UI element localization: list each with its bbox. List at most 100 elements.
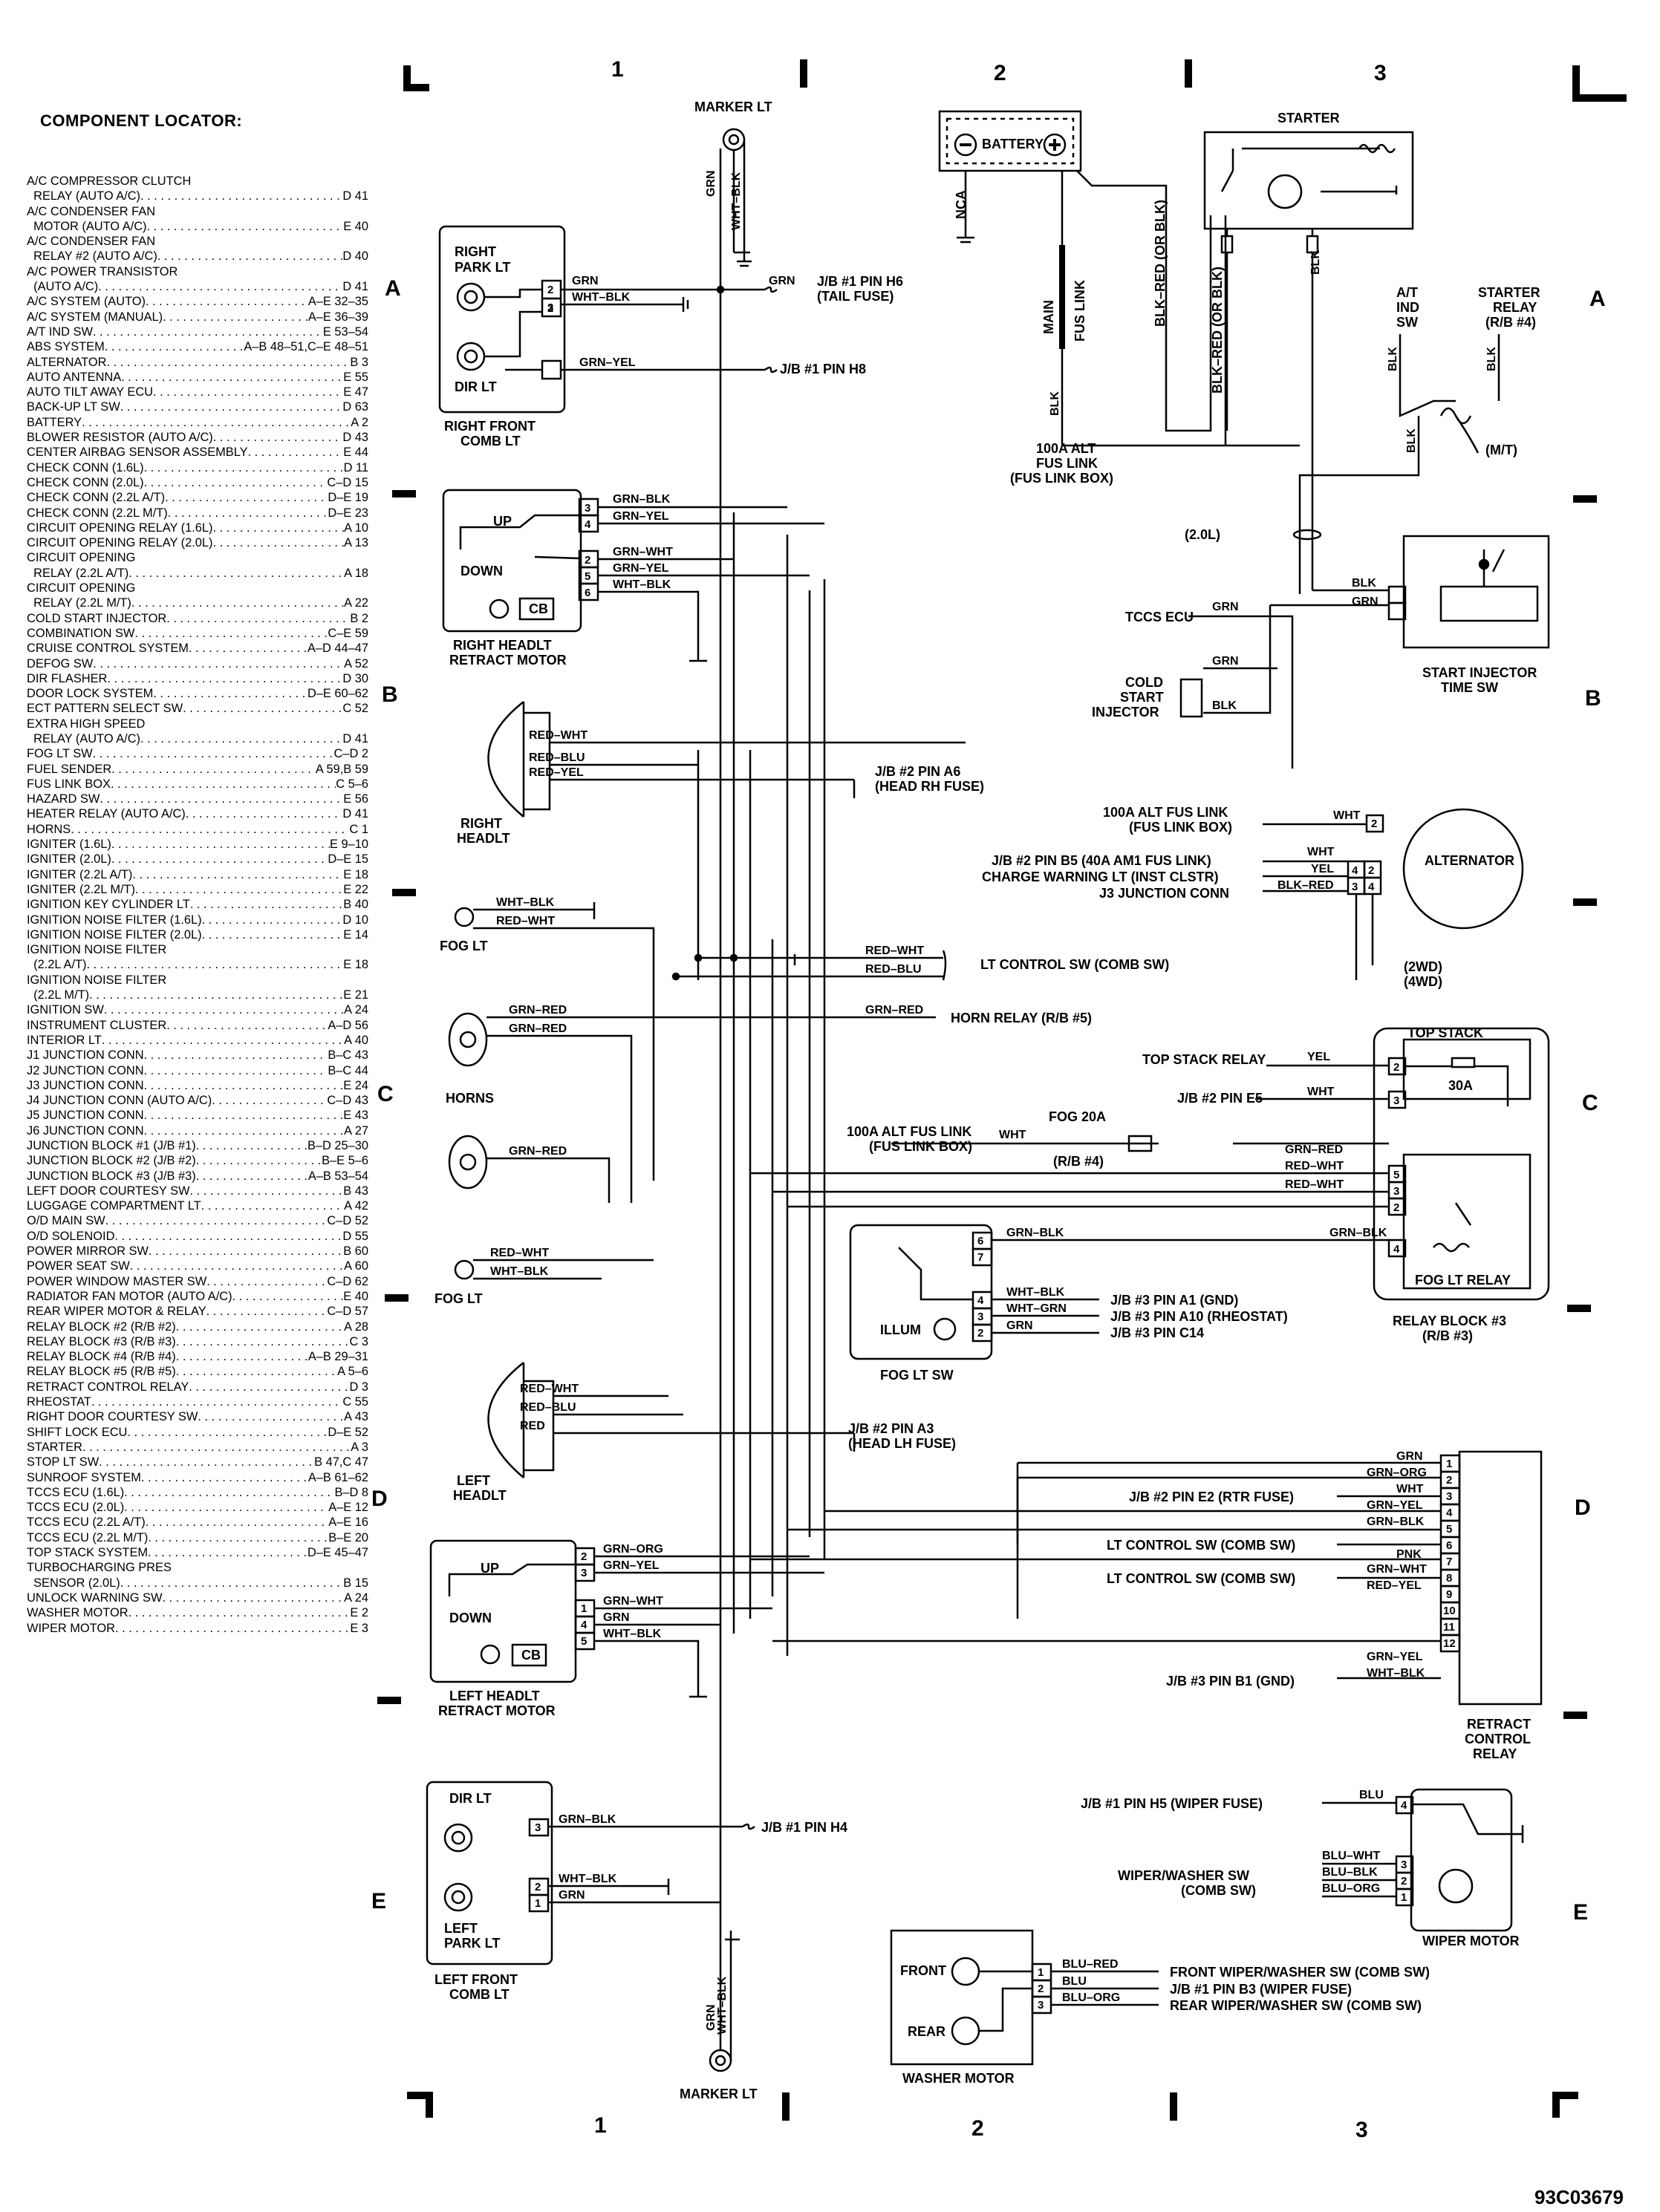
row-label-c-right: C	[1582, 1091, 1598, 1115]
locator-entry: HORNSC 1	[27, 822, 368, 837]
locator-entry-ref: A 2	[351, 415, 368, 429]
locator-entry-name: J4 JUNCTION CONN (AUTO A/C)	[27, 1094, 212, 1108]
wire-label: GRN	[1352, 596, 1379, 608]
wire-label: WHT–BLK	[603, 1628, 662, 1640]
start-injector-time-sw-1: START INJECTOR	[1422, 665, 1537, 680]
locator-entry-ref: D–E 52	[328, 1425, 368, 1439]
locator-entry-name: STOP LT SW	[27, 1455, 100, 1469]
locator-entry-ref: A–E 16	[328, 1516, 368, 1530]
top-stack-relay-label: TOP STACK RELAY	[1142, 1052, 1266, 1067]
locator-entry-ref: A 18	[344, 566, 368, 580]
locator-entry-ref: D 41	[342, 280, 368, 294]
locator-entry-name: STARTER	[27, 1440, 82, 1454]
jb1-b3-label: J/B #1 PIN B3 (WIPER FUSE)	[1170, 1982, 1352, 1997]
locator-entry: SHIFT LOCK ECUD–E 52	[27, 1425, 368, 1440]
wire-label: RED–YEL	[529, 766, 584, 779]
wire-label: RED	[520, 1420, 545, 1432]
locator-entry-name: RADIATOR FAN MOTOR (AUTO A/C)	[27, 1289, 232, 1303]
wire-label: RED–WHT	[490, 1247, 549, 1259]
locator-entry-name: CHECK CONN (2.0L)	[27, 475, 144, 489]
wire-label: GRN–RED	[509, 1022, 567, 1035]
pin-label: 4	[1446, 1507, 1453, 1519]
wire-label: BLU–BLK	[1322, 1866, 1378, 1879]
locator-entry-name: INTERIOR LT	[27, 1033, 102, 1047]
pin-label: 3	[535, 1821, 541, 1834]
wire-label: RED–WHT	[1285, 1160, 1344, 1172]
locator-entry-name: J5 JUNCTION CONN	[27, 1109, 144, 1123]
lt-control-sw-label: LT CONTROL SW (COMB SW)	[980, 957, 1169, 972]
locator-entry-name: UNLOCK WARNING SW	[27, 1591, 163, 1605]
locator-entry-name: HEATER RELAY (AUTO A/C)	[27, 807, 186, 821]
locator-entry-ref: D–E 45–47	[307, 1546, 368, 1560]
locator-entry: A/T IND SWE 53–54	[27, 324, 368, 339]
locator-entry-ref: C–D 52	[327, 1214, 368, 1228]
main-fus-link-label-1: MAIN	[1041, 300, 1056, 334]
locator-entry: CHECK CONN (1.6L)D 11	[27, 460, 368, 475]
locator-entry-ref: D 41	[342, 807, 368, 821]
locator-entry-name: IGNITION NOISE FILTER	[27, 973, 167, 987]
locator-entry-ref: D–E 19	[328, 491, 368, 505]
locator-entry-name: COMBINATION SW	[27, 626, 135, 640]
locator-entry-name: IGNITION KEY CYLINDER LT	[27, 898, 190, 912]
cold-start-injector-1: COLD	[1125, 675, 1163, 690]
locator-entry: EXTRA HIGH SPEED	[27, 717, 368, 731]
wire-label: BLK	[1387, 347, 1399, 371]
locator-entry-ref: A 27	[344, 1123, 368, 1138]
pin-label: 4	[585, 518, 591, 531]
figure-id: 93C03679	[1534, 2186, 1624, 2208]
retract-control-relay-3: RELAY	[1473, 1746, 1517, 1761]
locator-entry-name: TCCS ECU (2.2L M/T)	[27, 1530, 149, 1544]
jb1-h4-label: J/B #1 PIN H4	[761, 1820, 847, 1835]
locator-entry: SUNROOF SYSTEMA–B 61–62	[27, 1470, 368, 1485]
locator-entry-ref: B–D 25–30	[307, 1139, 368, 1152]
locator-entry-name: O/D MAIN SW	[27, 1214, 105, 1228]
starter	[1203, 131, 1414, 590]
locator-entry-ref: A 40	[344, 1033, 368, 1047]
l20-label: (2.0L)	[1185, 527, 1220, 542]
component-locator: COMPONENT LOCATOR: A/C COMPRESSOR CLUTCH…	[27, 111, 368, 1636]
pin-label: 12	[1443, 1637, 1456, 1650]
locator-entry: STOP LT SWB 47,C 47	[27, 1455, 368, 1469]
battery-label: BATTERY	[982, 137, 1044, 151]
locator-entry: RETRACT CONTROL RELAYD 3	[27, 1380, 368, 1394]
down-label-right: DOWN	[460, 564, 503, 578]
top-stack-label: TOP STACK	[1407, 1025, 1483, 1040]
right-headlt-retract-1: RIGHT HEADLT	[453, 638, 552, 653]
row-label-e-right: E	[1573, 1900, 1588, 1925]
locator-entry-ref: D 30	[342, 671, 368, 685]
locator-entry-name: RELAY (AUTO A/C)	[27, 189, 141, 203]
wire-label: GRN–BLK	[1329, 1227, 1387, 1239]
locator-entry-name: POWER WINDOW MASTER SW	[27, 1274, 207, 1288]
wire-label: WHT	[1307, 1086, 1335, 1098]
left-headlt-label-2: HEADLT	[453, 1488, 507, 1503]
locator-entry-name: J3 JUNCTION CONN	[27, 1078, 144, 1092]
lt-control-sw-3-label: LT CONTROL SW (COMB SW)	[1107, 1571, 1295, 1586]
wire-label: BLK	[1485, 347, 1498, 371]
locator-entry-name: RELAY BLOCK #5 (R/B #5)	[27, 1365, 176, 1379]
locator-entry: O/D MAIN SW C–D 52	[27, 1213, 368, 1228]
locator-entry-ref: B 60	[343, 1244, 368, 1259]
dir-lt-left-label: DIR LT	[449, 1791, 492, 1806]
locator-entry-ref: C–D 62	[327, 1274, 368, 1288]
locator-entry-ref: B 43	[343, 1184, 368, 1198]
wire-label: PNK	[1396, 1548, 1422, 1561]
locator-entry-name: POWER SEAT SW	[27, 1259, 130, 1273]
alt-fus-link-a-3: (FUS LINK BOX)	[1010, 471, 1113, 486]
locator-entry-name: REAR WIPER MOTOR & RELAY	[27, 1305, 206, 1319]
locator-entry: POWER MIRROR SWB 60	[27, 1244, 368, 1259]
locator-entry: INTERIOR LT A 40	[27, 1033, 368, 1048]
wd2-label: (2WD)	[1404, 959, 1442, 974]
locator-entry-name: IGNITION NOISE FILTER (2.0L)	[27, 927, 202, 942]
wire-label: GRN–RED	[865, 1004, 923, 1017]
wire-label: WHT–BLK	[613, 578, 671, 591]
right-headlt-retract-2: RETRACT MOTOR	[449, 653, 567, 668]
cb-label-right: CB	[529, 601, 548, 616]
pin-label: 4	[1368, 881, 1375, 893]
wire-label: YEL	[1307, 1051, 1330, 1063]
locator-entry-ref: A 59,B 59	[315, 762, 368, 776]
locator-entry-name: INSTRUMENT CLUSTER	[27, 1018, 167, 1032]
locator-entry: RELAY BLOCK #4 (R/B #4)A–B 29–31	[27, 1349, 368, 1364]
locator-entry: WIPER MOTORE 3	[27, 1621, 368, 1636]
wire-label: WHT–GRN	[1006, 1302, 1067, 1315]
locator-entry-ref: D–E 15	[328, 852, 368, 867]
